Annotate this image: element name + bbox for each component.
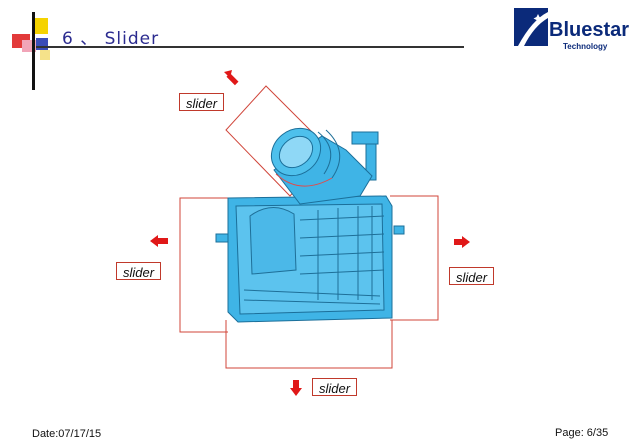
slider-region-left	[179, 197, 228, 333]
slider-region-bottom	[225, 320, 393, 369]
label-slider-bottom: slider	[312, 378, 358, 396]
footer-date: Date:07/17/15	[32, 428, 102, 440]
deco-square-yellow	[32, 18, 48, 34]
deco-square-lightyellow	[40, 50, 50, 60]
label-slider-right: slider	[449, 267, 495, 285]
arrow-down-icon	[290, 380, 302, 396]
slider-region-right	[390, 195, 439, 321]
logo-subtitle: Technology	[563, 42, 608, 51]
logo-name: Bluestar	[549, 19, 630, 41]
label-slider-left: slider	[116, 262, 162, 280]
title-underline	[36, 46, 464, 48]
header-vertical-bar	[32, 12, 35, 90]
label-slider-top: slider	[179, 93, 225, 111]
bluestar-logo-icon	[514, 8, 548, 46]
arrow-top-left-icon	[224, 70, 239, 86]
part-elbow-tube	[270, 127, 373, 205]
footer-page-number: Page: 6/35	[555, 427, 609, 439]
arrow-left-icon	[150, 235, 168, 247]
arrow-right-icon	[454, 236, 470, 248]
part-body	[215, 131, 405, 323]
page-title: 6 、 Slider	[62, 29, 160, 49]
